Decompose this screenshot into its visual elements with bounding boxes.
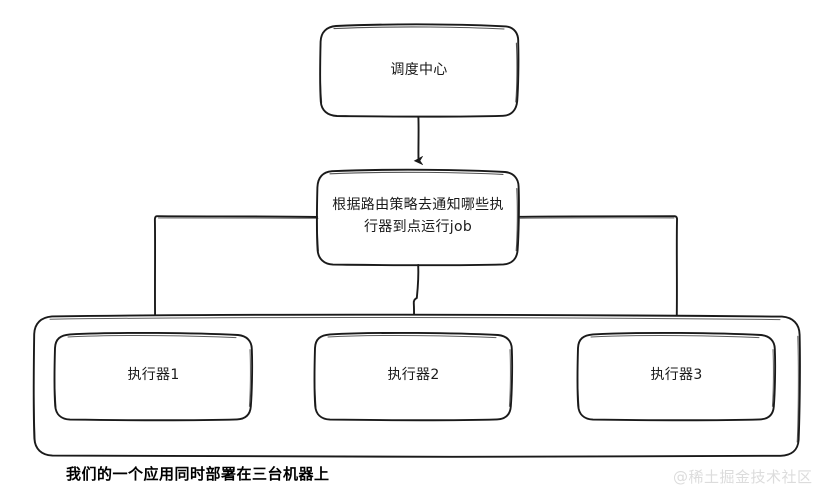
node-scheduler-shape[interactable] — [319, 23, 520, 118]
node-executor-1-shape[interactable] — [53, 331, 254, 422]
watermark: @稀土掘金技术社区 — [673, 468, 813, 486]
diagram-caption: 我们的一个应用同时部署在三台机器上 — [66, 465, 330, 483]
node-executor-2-shape[interactable] — [313, 331, 514, 422]
node-route-strategy-shape[interactable] — [315, 168, 520, 267]
edge-route-to-executor-1 — [155, 215, 319, 325]
edge-route-to-executor-3 — [518, 215, 677, 325]
node-executor-3-shape[interactable] — [576, 331, 777, 422]
